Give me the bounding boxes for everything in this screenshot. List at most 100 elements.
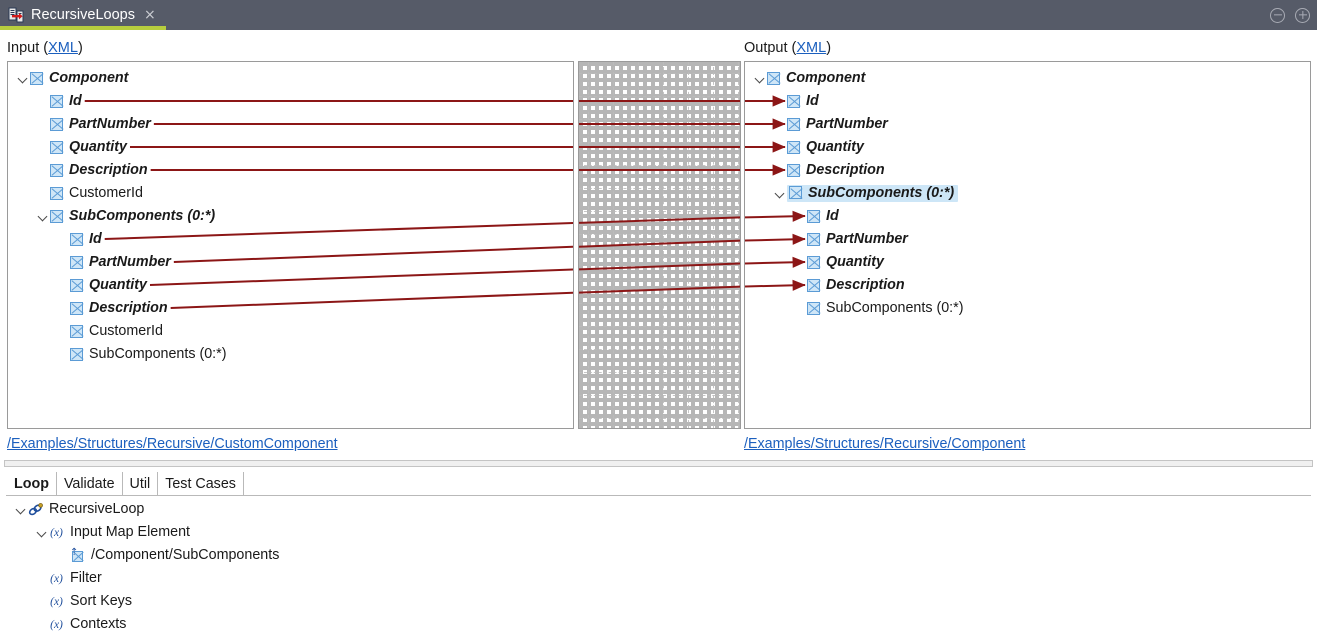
grid-line-vertical: [613, 62, 614, 428]
output-tree-row[interactable]: Quantity: [745, 251, 1310, 274]
input-tree-row[interactable]: CustomerId: [8, 182, 573, 205]
grid-line-horizontal: [579, 142, 740, 143]
input-tree-row[interactable]: Component: [8, 67, 573, 90]
input-tree-row[interactable]: Id: [8, 228, 573, 251]
output-tree-row[interactable]: Description: [745, 274, 1310, 297]
mapping-line-grid-segment: [579, 285, 740, 294]
element-icon: [787, 140, 800, 154]
node-wrapper: PartNumber: [50, 117, 151, 132]
element-icon: [807, 255, 820, 269]
input-tree-row[interactable]: Id: [8, 90, 573, 113]
loop-tree-row[interactable]: (x)Input Map Element: [6, 521, 1311, 544]
grid-line-horizontal: [579, 211, 740, 212]
loop-tree-label: Filter: [70, 570, 102, 587]
loop-tree-label: RecursiveLoop: [49, 501, 145, 518]
element-icon: [50, 94, 63, 108]
function-xy-icon: (x): [50, 572, 63, 585]
chevron-down-icon[interactable]: [773, 187, 787, 201]
output-caption: Output (XML): [744, 40, 831, 56]
input-tree-row[interactable]: Description: [8, 159, 573, 182]
element-icon: [807, 301, 820, 315]
output-tree-row[interactable]: SubComponents (0:*): [745, 182, 1310, 205]
bottom-tab-util[interactable]: Util: [122, 472, 159, 495]
output-tree-row[interactable]: Component: [745, 67, 1310, 90]
input-tree-row[interactable]: Quantity: [8, 136, 573, 159]
grid-line-horizontal: [579, 165, 740, 166]
output-node-label: Component: [786, 70, 866, 87]
input-node-label: Quantity: [89, 277, 147, 294]
grid-line-horizontal: [579, 96, 740, 97]
node-wrapper: SubComponents (0:*): [807, 301, 963, 316]
output-tree-row[interactable]: Quantity: [745, 136, 1310, 159]
input-xml-link[interactable]: XML: [48, 40, 78, 56]
output-tree-row[interactable]: SubComponents (0:*): [745, 297, 1310, 320]
loop-tree-row[interactable]: (x)Sort Keys: [6, 590, 1311, 613]
bottom-tab-loop[interactable]: Loop: [6, 472, 57, 495]
loop-icon: [28, 502, 43, 517]
chevron-down-icon[interactable]: [16, 72, 30, 86]
element-icon: [50, 163, 63, 177]
element-icon: [50, 209, 63, 223]
node-wrapper: Description: [787, 163, 885, 178]
input-node-label: SubComponents (0:*): [69, 208, 216, 225]
output-path-link[interactable]: /Examples/Structures/Recursive/Component: [744, 436, 1026, 452]
loop-tree-row[interactable]: RecursiveLoop: [6, 498, 1311, 521]
input-tree-row[interactable]: SubComponents (0:*): [8, 343, 573, 366]
maximize-button[interactable]: [1295, 7, 1310, 23]
grid-line-vertical: [688, 62, 689, 428]
mapping-connector-lines: [579, 100, 740, 294]
tree-indent-spacer: [36, 187, 50, 201]
bottom-tab-test-cases[interactable]: Test Cases: [158, 472, 244, 495]
input-path-link[interactable]: /Examples/Structures/Recursive/CustomCom…: [7, 436, 338, 452]
tab-recursiveloops[interactable]: RecursiveLoops ×: [0, 0, 166, 30]
function-xy-icon: (x): [50, 526, 63, 539]
input-tree-row[interactable]: Description: [8, 297, 573, 320]
input-tree-row[interactable]: CustomerId: [8, 320, 573, 343]
output-tree-row[interactable]: Description: [745, 159, 1310, 182]
function-xy-icon: (x): [50, 595, 63, 608]
node-wrapper: PartNumber: [807, 232, 908, 247]
output-node-label: Id: [806, 93, 819, 110]
input-tree-row[interactable]: SubComponents (0:*): [8, 205, 573, 228]
input-tree-row[interactable]: PartNumber: [8, 251, 573, 274]
output-tree-row[interactable]: Id: [745, 90, 1310, 113]
input-node-label: Quantity: [69, 139, 127, 156]
chevron-down-icon[interactable]: [14, 503, 28, 517]
horizontal-splitter[interactable]: [4, 460, 1313, 467]
grid-line-horizontal: [579, 372, 740, 373]
mapping-grid-pane[interactable]: [578, 61, 741, 429]
input-tree-row[interactable]: Quantity: [8, 274, 573, 297]
tree-indent-spacer: [56, 302, 70, 316]
output-xml-link[interactable]: XML: [796, 40, 827, 56]
grid-line-horizontal: [579, 418, 740, 419]
grid-line-horizontal: [579, 303, 740, 304]
element-up-arrow-icon: ⇡: [70, 547, 85, 563]
close-icon[interactable]: ×: [143, 7, 156, 23]
element-icon: [807, 232, 820, 246]
loop-tree-row[interactable]: ⇡ /Component/SubComponents: [6, 544, 1311, 567]
bottom-tab-validate[interactable]: Validate: [56, 472, 123, 495]
output-tree-row[interactable]: PartNumber: [745, 113, 1310, 136]
element-icon: [787, 94, 800, 108]
element-icon: [807, 278, 820, 292]
element-icon: [70, 278, 83, 292]
chevron-down-icon[interactable]: [753, 72, 767, 86]
output-tree-row[interactable]: Id: [745, 205, 1310, 228]
loop-tree-row[interactable]: (x) Filter: [6, 567, 1311, 590]
grid-line-horizontal: [579, 280, 740, 281]
chevron-down-icon[interactable]: [36, 210, 50, 224]
input-tree-row[interactable]: PartNumber: [8, 113, 573, 136]
minimize-button[interactable]: [1270, 7, 1285, 23]
tree-indent-spacer: [35, 572, 49, 586]
chevron-down-icon[interactable]: [35, 526, 49, 540]
output-tree-row[interactable]: PartNumber: [745, 228, 1310, 251]
input-node-label: SubComponents (0:*): [89, 346, 227, 363]
loop-detail-tree: RecursiveLoop (x)Input Map Element ⇡ /Compo…: [6, 498, 1311, 638]
element-icon: [50, 117, 63, 131]
loop-tree-row[interactable]: (x)Contexts: [6, 613, 1311, 636]
node-wrapper: Component: [30, 71, 128, 86]
loop-tree-label: /Component/SubComponents: [91, 547, 280, 564]
element-icon: [50, 186, 63, 200]
